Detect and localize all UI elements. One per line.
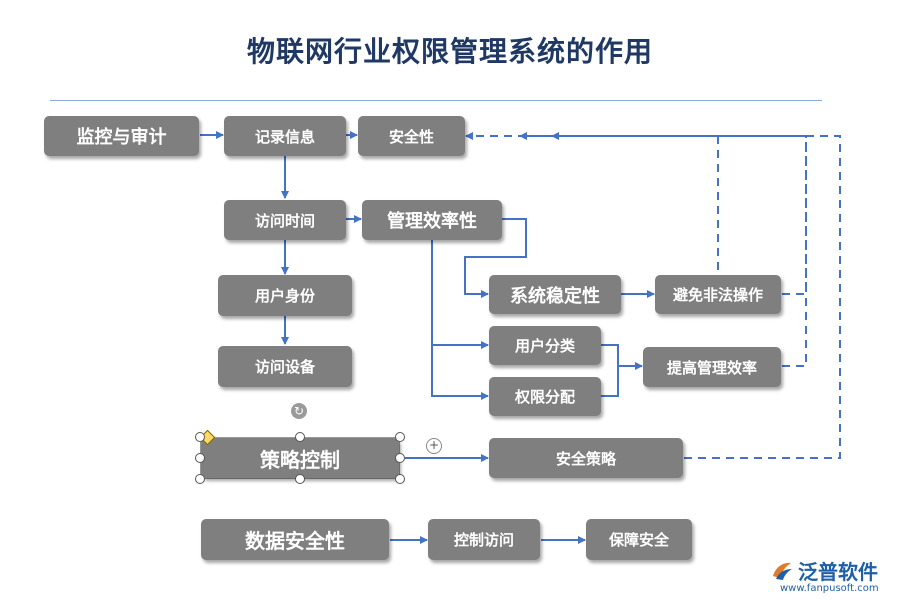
node-monitor-audit[interactable]: 监控与审计 <box>44 116 199 156</box>
resize-handle-br[interactable] <box>395 474 405 484</box>
node-data-security[interactable]: 数据安全性 <box>201 519 389 560</box>
dashed-improve-to-security <box>782 136 807 367</box>
dashed-secpolicy-to-security <box>519 132 841 459</box>
node-avoid-illegal[interactable]: 避免非法操作 <box>655 275 781 314</box>
node-security-top[interactable]: 安全性 <box>358 116 465 156</box>
node-mgmt-efficiency[interactable]: 管理效率性 <box>362 200 502 240</box>
node-access-time[interactable]: 访问时间 <box>224 200 346 240</box>
resize-handle-tl[interactable] <box>195 432 205 442</box>
add-connector-icon[interactable]: + <box>426 438 442 454</box>
node-ensure-security[interactable]: 保障安全 <box>586 519 692 560</box>
resize-handle-mr[interactable] <box>395 453 405 463</box>
resize-handle-ml[interactable] <box>195 453 205 463</box>
dashed-avoid-to-security <box>465 132 807 295</box>
node-user-class[interactable]: 用户分类 <box>489 326 601 365</box>
node-perm-assign[interactable]: 权限分配 <box>489 377 601 416</box>
page-title: 物联网行业权限管理系统的作用 <box>246 35 653 68</box>
arrow-mgmt-to-permassign <box>431 345 489 400</box>
node-improve-efficiency[interactable]: 提高管理效率 <box>643 347 781 387</box>
node-access-device[interactable]: 访问设备 <box>218 346 352 387</box>
fanpusoft-logo: 泛普软件 www.fanpusoft.com <box>770 554 892 598</box>
logo-url: www.fanpusoft.com <box>780 583 879 594</box>
resize-handle-bl[interactable] <box>195 474 205 484</box>
node-security-policy[interactable]: 安全策略 <box>489 438 683 478</box>
arrow-userclass-to-improve <box>601 344 643 370</box>
resize-handle-tc[interactable] <box>295 432 305 442</box>
logo-name: 泛普软件 <box>798 560 878 584</box>
logo-mark-icon <box>773 562 792 580</box>
resize-handle-tr[interactable] <box>395 432 405 442</box>
node-policy-control[interactable]: 策略控制 <box>201 438 399 478</box>
title-divider <box>50 100 822 101</box>
node-record-info[interactable]: 记录信息 <box>224 116 346 156</box>
node-control-access[interactable]: 控制访问 <box>428 519 540 560</box>
rotate-handle-icon[interactable]: ↻ <box>291 403 307 419</box>
node-system-stability[interactable]: 系统稳定性 <box>489 275 621 314</box>
resize-handle-bc[interactable] <box>295 474 305 484</box>
arrow-mgmt-to-userclass <box>431 238 489 349</box>
arrow-mgmt-to-stability <box>464 218 527 298</box>
node-user-identity[interactable]: 用户身份 <box>218 275 352 316</box>
arrow-permassign-to-improve <box>601 366 619 397</box>
